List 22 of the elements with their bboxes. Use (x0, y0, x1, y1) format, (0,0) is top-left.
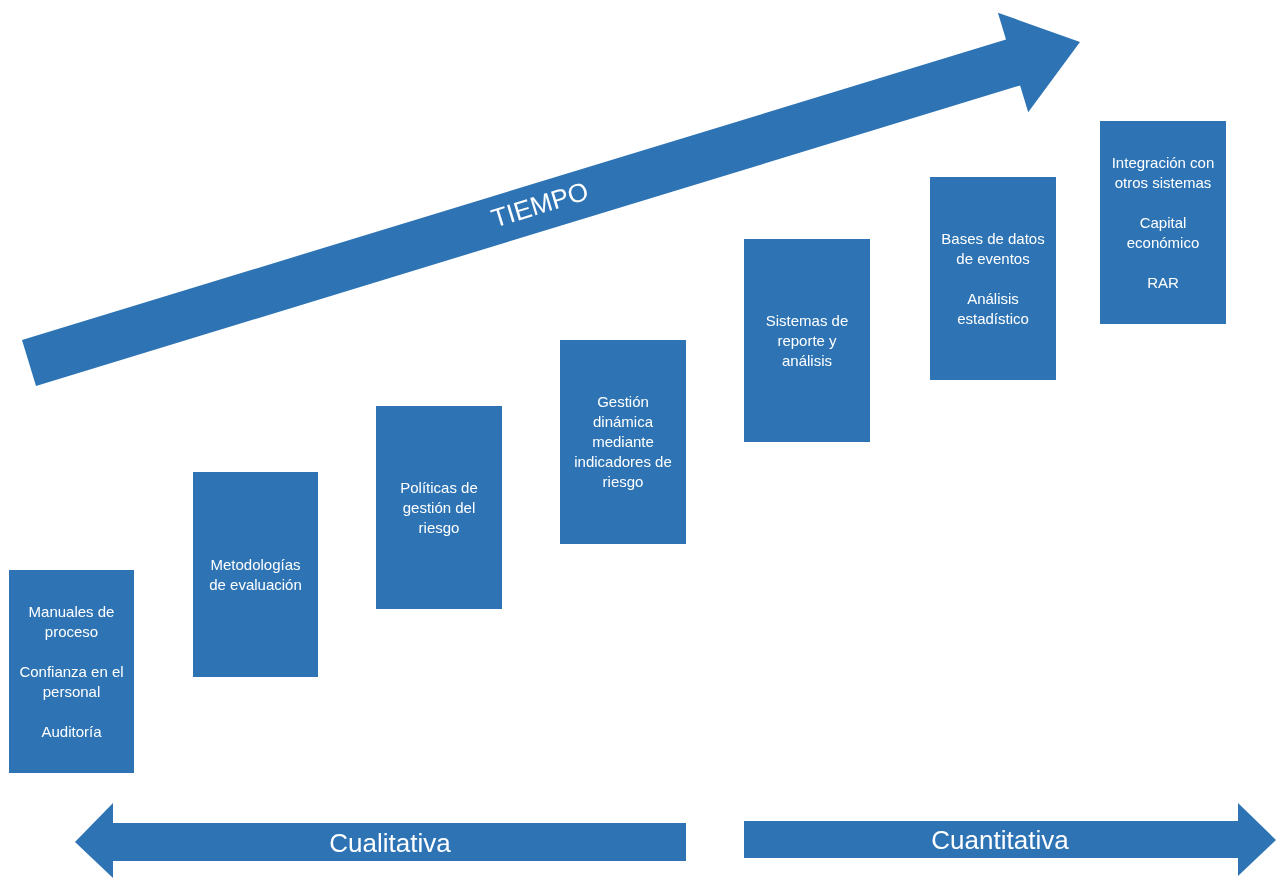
stage-text: Políticas de gestión del riesgo (399, 477, 479, 538)
stage-box (193, 472, 318, 677)
stage-text: Capital económico (1125, 212, 1201, 253)
arrow-label: Cuantitativa (931, 824, 1069, 856)
stage-text: Auditoría (41, 721, 102, 742)
stage-box (930, 177, 1056, 380)
stage-text: Gestión dinámica mediante indicadores de riesgo (573, 392, 673, 492)
stage-box (560, 340, 686, 544)
stage-text: RAR (1147, 272, 1179, 293)
stage-box (744, 239, 870, 442)
stage-text: Metodologías de evaluación (208, 554, 303, 595)
stage-text: Confianza en el personal (18, 661, 125, 702)
stage-text: Análisis estadístico (956, 288, 1030, 329)
arrow-label: TIEMPO (487, 175, 593, 235)
stage-text: Integración con otros sistemas (1110, 152, 1216, 193)
stage-box (376, 406, 502, 609)
stage-box (9, 570, 134, 773)
stage-text: Sistemas de reporte y análisis (764, 310, 850, 371)
arrow-label: Cualitativa (329, 827, 451, 859)
stage-text: Manuales de proceso (27, 601, 116, 642)
stage-box (1100, 121, 1226, 324)
stage-text: Bases de datos de eventos (940, 228, 1046, 269)
